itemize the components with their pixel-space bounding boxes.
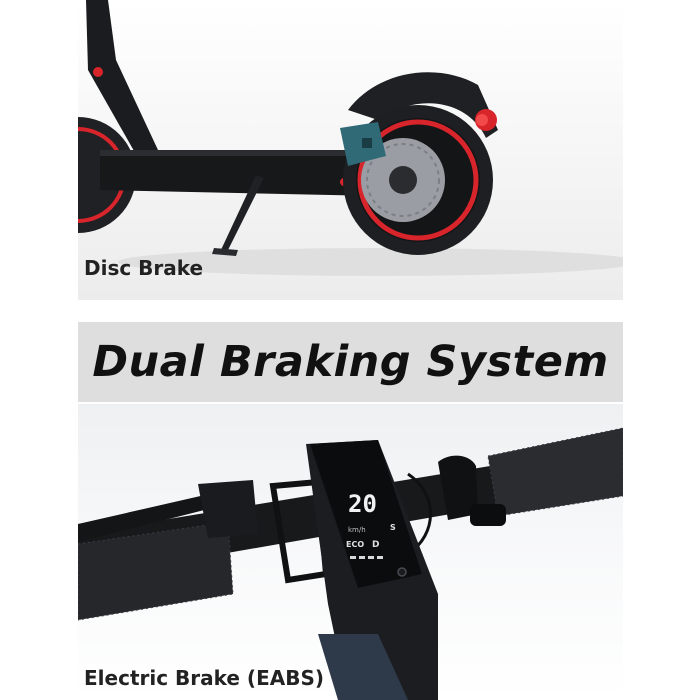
rear-fender xyxy=(348,72,498,138)
wheel-hub xyxy=(389,166,417,194)
battery-bar-3 xyxy=(368,556,374,559)
right-grip xyxy=(488,428,623,516)
folding-hook xyxy=(93,67,103,77)
display-panel xyxy=(310,440,422,588)
caliper-bolt xyxy=(362,138,372,148)
display-unit: km/h xyxy=(348,526,366,534)
right-grip-texture xyxy=(487,427,623,517)
stem-lower xyxy=(318,634,408,700)
disc-brake-photo xyxy=(78,0,623,300)
brake-lever xyxy=(78,492,228,542)
rear-rim-stripe xyxy=(357,119,479,241)
display-mode: ECO xyxy=(346,540,364,549)
display-speed: 20 xyxy=(348,490,377,518)
throttle-lever xyxy=(470,504,506,526)
battery-bar-1 xyxy=(350,556,356,559)
disc-brake-caption: Disc Brake xyxy=(84,256,204,280)
brake-lever-mount xyxy=(198,480,258,538)
deck xyxy=(100,153,378,196)
electric-brake-photo: 20 km/h ECO D S xyxy=(78,404,623,700)
kickstand xyxy=(220,175,264,252)
display-speed-unit-short: S xyxy=(390,523,396,532)
battery-bar-4 xyxy=(377,556,383,559)
steering-column xyxy=(86,0,158,158)
deck-grip xyxy=(100,150,370,156)
floor-shadow xyxy=(118,248,623,276)
title-banner: Dual Braking System xyxy=(78,322,623,402)
power-button[interactable] xyxy=(397,567,407,577)
kickstand-foot xyxy=(212,248,238,256)
brake-disc-holes xyxy=(366,143,440,217)
throttle-housing xyxy=(438,455,478,520)
battery-bar-2 xyxy=(359,556,365,559)
rear-light-glow xyxy=(476,114,488,126)
scooter-rear-illustration xyxy=(78,0,623,276)
display-gear: D xyxy=(372,540,379,550)
left-grip-texture xyxy=(78,521,234,621)
banner-title: Dual Braking System xyxy=(92,337,609,387)
left-grip xyxy=(78,522,233,620)
handlebar-illustration: 20 km/h ECO D S xyxy=(78,427,623,700)
electric-brake-caption: Electric Brake (EABS) xyxy=(84,666,324,690)
